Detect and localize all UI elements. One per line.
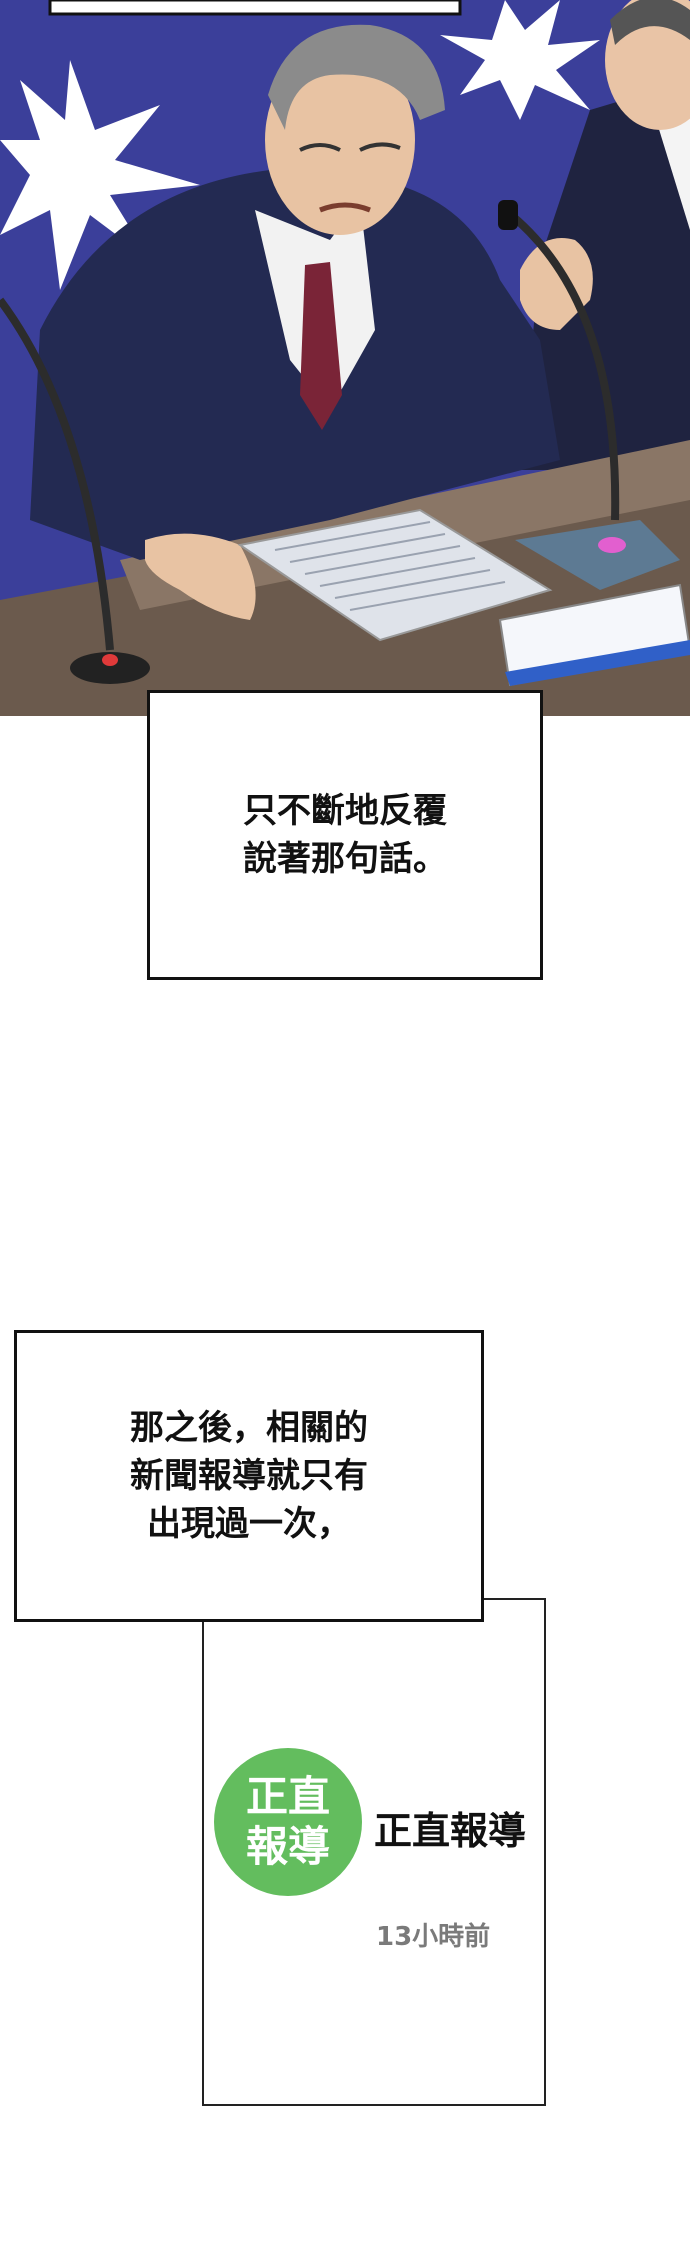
narration-caption-1: 只不斷地反覆 說著那句話。 bbox=[147, 690, 543, 980]
left-microphone-stand bbox=[0, 297, 114, 651]
right-microphone-base bbox=[515, 520, 680, 590]
name-plate-stripe bbox=[505, 640, 690, 686]
right-man-suit bbox=[520, 80, 690, 470]
main-man-mouth bbox=[319, 202, 371, 213]
news-article-card[interactable]: 正直 報導 正直報導 13小時前 bbox=[202, 1598, 546, 2106]
news-source-badge: 正直 報導 bbox=[214, 1748, 362, 1896]
press-conference-illustration bbox=[0, 0, 690, 716]
main-man-hair bbox=[268, 24, 445, 130]
right-microphone-stand bbox=[502, 206, 620, 521]
right-man-hair bbox=[610, 0, 690, 45]
name-plate bbox=[498, 583, 690, 687]
main-man-eyes bbox=[299, 142, 401, 152]
narration-caption-2: 那之後，相關的 新聞報導就只有 出現過一次， bbox=[14, 1330, 484, 1622]
top-frame-edge bbox=[48, 0, 462, 16]
narration-caption-2-text: 那之後，相關的 新聞報導就只有 出現過一次， bbox=[130, 1408, 368, 1544]
main-man-face bbox=[265, 45, 415, 235]
right-microphone-light bbox=[598, 537, 626, 553]
flash-burst-left bbox=[0, 60, 200, 290]
news-source-name: 正直報導 bbox=[374, 1809, 527, 1853]
narration-caption-1-text: 只不斷地反覆 說著那句話。 bbox=[243, 791, 447, 879]
left-microphone-base bbox=[70, 652, 150, 684]
main-man-raised-hand bbox=[520, 238, 593, 330]
right-microphone-head bbox=[498, 200, 518, 230]
left-microphone-light bbox=[102, 654, 118, 666]
news-timestamp: 13小時前 bbox=[376, 1922, 491, 1952]
document-text-lines bbox=[274, 521, 506, 611]
flash-burst-top bbox=[440, 0, 600, 120]
main-man-left-hand bbox=[145, 533, 256, 620]
main-man-tie bbox=[300, 262, 342, 430]
press-conference-panel bbox=[0, 0, 690, 716]
